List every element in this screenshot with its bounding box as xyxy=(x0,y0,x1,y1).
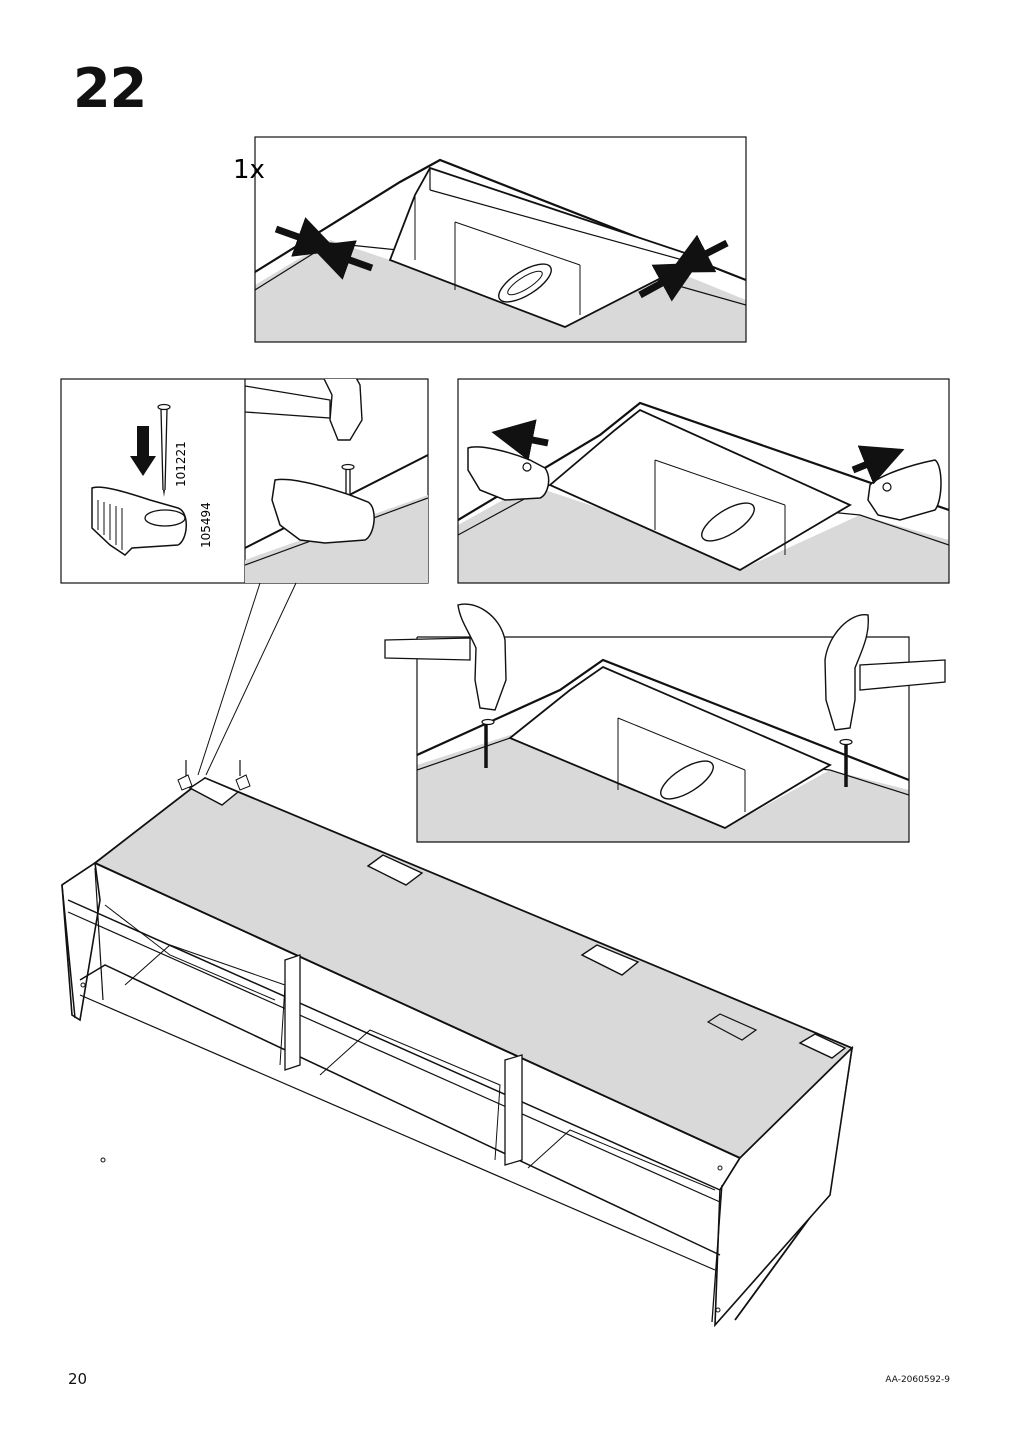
nail-part-number: 101221 xyxy=(174,441,188,487)
bracket-pair-icon xyxy=(177,760,251,791)
cable-cutout xyxy=(188,777,847,1059)
down-arrow-icon xyxy=(137,426,149,456)
detail-panel-hammering xyxy=(384,603,946,843)
hammer-right-icon xyxy=(824,614,946,746)
page-number: 20 xyxy=(68,1370,88,1388)
nail-icon xyxy=(157,403,171,497)
detail-panel-top: 1x xyxy=(233,136,747,343)
detail-panel-parts: 101221 105494 xyxy=(60,378,429,584)
bracket-part-number: 105494 xyxy=(199,502,213,548)
tv-bench-illustration xyxy=(61,760,854,1328)
quantity-label: 1x xyxy=(233,155,265,185)
document-code: AA-2060592-9 xyxy=(885,1375,950,1385)
step-number: 22 xyxy=(73,57,147,120)
bracket-icon xyxy=(91,486,187,556)
detail-panel-brackets xyxy=(457,378,950,584)
hammer-left-icon xyxy=(384,603,507,726)
hammer-icon xyxy=(245,379,363,441)
